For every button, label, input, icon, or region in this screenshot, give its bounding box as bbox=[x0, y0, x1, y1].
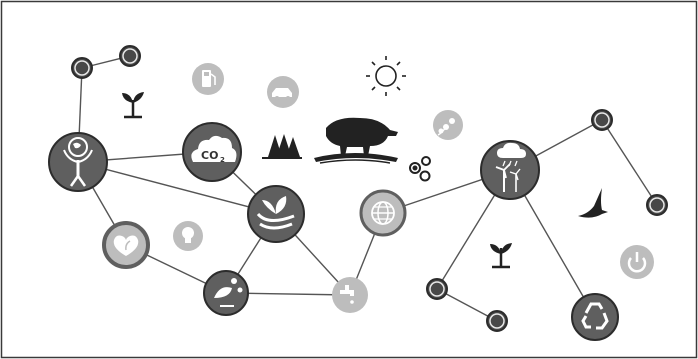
junction-node bbox=[74, 60, 90, 76]
earth-hands-icon bbox=[48, 132, 108, 192]
sun-icon bbox=[366, 56, 406, 96]
connector-lines bbox=[77, 55, 658, 322]
connector-line bbox=[601, 119, 658, 206]
junction-node bbox=[122, 48, 138, 64]
co2-subscript: 2 bbox=[220, 156, 225, 164]
heart-leaf-icon bbox=[102, 221, 150, 269]
recycle-icon bbox=[571, 293, 619, 341]
junction-node bbox=[489, 313, 505, 329]
co2-label: CO bbox=[201, 149, 218, 162]
junction-node bbox=[649, 197, 665, 213]
gas-pump-icon bbox=[192, 63, 224, 95]
electric-car-icon bbox=[267, 76, 299, 108]
rain-cloud-icon bbox=[480, 140, 540, 200]
wind-turbine-icon bbox=[495, 163, 521, 192]
faucet-icon bbox=[332, 277, 368, 313]
sprout-icon bbox=[122, 92, 144, 119]
junction-node bbox=[429, 281, 445, 297]
junction-node bbox=[594, 112, 610, 128]
power-icon bbox=[620, 245, 654, 279]
co2-cloud-icon: CO 2 bbox=[182, 122, 242, 182]
connector-line bbox=[436, 288, 498, 322]
bird-icon bbox=[578, 188, 608, 218]
flower-icon bbox=[433, 110, 463, 140]
forest-icon bbox=[262, 134, 302, 159]
junction-nodes bbox=[71, 45, 668, 332]
lightbulb-icon bbox=[173, 221, 203, 251]
globe-icon bbox=[359, 189, 407, 237]
plant-water-icon bbox=[203, 270, 249, 316]
connector-line bbox=[77, 161, 277, 215]
hands-leaf-icon bbox=[247, 185, 305, 243]
gears-icon bbox=[409, 156, 431, 182]
wild-boar-icon bbox=[314, 117, 398, 164]
sprout-icon bbox=[490, 243, 512, 269]
